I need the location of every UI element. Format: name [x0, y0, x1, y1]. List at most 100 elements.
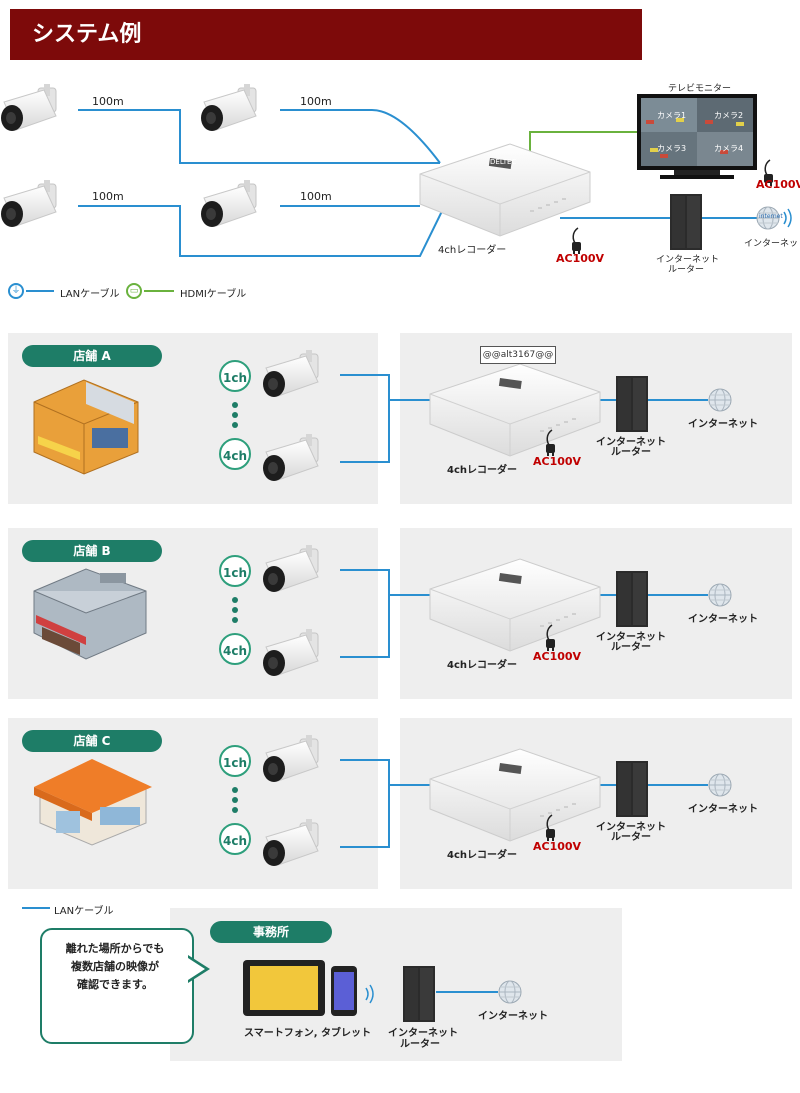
top-recorder-ac-label: AC100V	[556, 252, 605, 265]
cable-length-label-1: 100m	[92, 95, 124, 108]
top-router	[670, 194, 702, 250]
store-c-globe-icon	[708, 773, 732, 797]
hdmi-legend-label: HDMIケーブル	[180, 289, 247, 300]
monitor-camera-tile-3: カメラ3	[657, 144, 687, 153]
smartphone-icon	[331, 966, 357, 1016]
top-internet-label: インターネット	[744, 239, 800, 249]
store-c-pill: 店舗 C	[22, 730, 162, 752]
store-b-row	[33, 544, 732, 677]
store-c-router	[616, 761, 648, 817]
tv-monitor	[637, 94, 757, 179]
store-a-pill: 店舗 A	[22, 345, 162, 367]
store-b-recorder	[429, 558, 601, 652]
office-pill: 事務所	[210, 921, 332, 943]
office-router	[403, 966, 435, 1022]
store-c-row	[34, 734, 732, 867]
store-b-camera-1	[262, 544, 319, 593]
lan-legend-label: LANケーブル	[60, 289, 120, 300]
store-c-dots	[232, 787, 238, 817]
office-router-label-2: ルーター	[400, 1039, 440, 1050]
store-b-router-label-2: ルーター	[611, 642, 651, 653]
store-b-router	[616, 571, 648, 627]
lan-legend-icon: ⏚	[8, 283, 24, 299]
device-label: スマートフォン, タブレット	[244, 1028, 371, 1039]
hdmi-legend-icon: ▭	[126, 283, 142, 299]
store-c-router-label-2: ルーター	[611, 832, 651, 843]
store-a-lan-cables	[340, 374, 708, 463]
bottom-legend-lan-label: LANケーブル	[54, 906, 114, 917]
tablet-icon	[243, 960, 325, 1016]
store-b-lan-cables	[340, 569, 708, 658]
store-a-router-label-1: インターネット	[596, 437, 666, 448]
store-a-router	[616, 376, 648, 432]
bubble-line-2: 複数店舗の映像が	[71, 960, 159, 973]
watermark: @@alt3167@@	[480, 346, 556, 364]
store-c-internet-label: インターネット	[688, 804, 758, 815]
office-wifi-icon	[365, 984, 374, 1004]
speech-bubble	[40, 928, 194, 1044]
top-recorder-label: 4chレコーダー	[438, 245, 507, 256]
wifi-icon	[783, 208, 792, 228]
store-b-building-icon	[33, 568, 147, 660]
monitor-camera-tile-2: カメラ2	[714, 111, 744, 120]
store-a-camera-2	[262, 433, 319, 482]
store-a-ac-label: AC100V	[533, 455, 582, 468]
lan-legend-line	[26, 290, 54, 292]
office-internet-label: インターネット	[478, 1011, 548, 1022]
monitor-camera-tile-4: カメラ4	[714, 144, 744, 153]
store-a-recorder-label: 4chレコーダー	[447, 465, 518, 476]
monitor-ac-label: AC100V	[756, 178, 800, 191]
store-b-globe-icon	[708, 583, 732, 607]
monitor-label: テレビモニター	[668, 84, 732, 94]
office-router-label-1: インターネット	[388, 1028, 458, 1039]
bubble-line-3: 確認できます。	[77, 978, 153, 991]
store-b-pill: 店舗 B	[22, 540, 162, 562]
cable-length-label-3: 100m	[92, 190, 124, 203]
page-title: システム例	[10, 9, 642, 60]
store-b-ch-first: 1ch	[219, 555, 251, 587]
store-c-lan-cables	[340, 759, 708, 848]
store-b-internet-label: インターネット	[688, 614, 758, 625]
office-globe-icon	[498, 980, 522, 1004]
store-c-ch-first: 1ch	[219, 745, 251, 777]
store-b-recorder-label: 4chレコーダー	[447, 660, 518, 671]
store-b-dots	[232, 597, 238, 627]
top-recorder-brand: DELTEC	[490, 158, 517, 166]
top-hdmi-cable	[529, 131, 637, 160]
store-b-router-label-1: インターネット	[596, 632, 666, 643]
cable-length-label-2: 100m	[300, 95, 332, 108]
top-lan-cables	[78, 109, 762, 257]
store-c-recorder	[429, 748, 601, 842]
bubble-line-1: 離れた場所からでも	[65, 942, 165, 955]
store-a-globe-icon	[708, 388, 732, 412]
store-c-building-icon	[34, 759, 152, 846]
store-a-recorder	[429, 363, 601, 457]
top-camera-2	[200, 83, 257, 132]
top-globe-text: internet	[759, 213, 783, 220]
store-a-ch-first: 1ch	[219, 360, 251, 392]
store-a-dots	[232, 402, 238, 432]
store-c-ac-label: AC100V	[533, 840, 582, 853]
store-c-camera-1	[262, 734, 319, 783]
store-b-ac-label: AC100V	[533, 650, 582, 663]
top-recorder-plug	[571, 227, 582, 255]
speech-bubble-tail-inner	[188, 958, 205, 980]
store-b-ch-last: 4ch	[219, 633, 251, 665]
speech-bubble-text: 離れた場所からでも 複数店舗の映像が 確認できます。	[42, 940, 188, 994]
top-router-label-1: インターネット	[656, 255, 720, 265]
top-camera-1	[0, 83, 57, 132]
store-c-router-label-1: インターネット	[596, 822, 666, 833]
store-a-ch-last: 4ch	[219, 438, 251, 470]
top-camera-4	[200, 179, 257, 228]
hdmi-legend-line	[144, 290, 174, 292]
store-c-camera-2	[262, 818, 319, 867]
store-a-building-icon	[33, 379, 139, 475]
store-c-recorder-label: 4chレコーダー	[447, 850, 518, 861]
store-a-internet-label: インターネット	[688, 419, 758, 430]
top-router-label-2: ルーター	[667, 265, 704, 275]
cable-length-label-4: 100m	[300, 190, 332, 203]
store-a-router-label-2: ルーター	[611, 447, 651, 458]
store-b-camera-2	[262, 628, 319, 677]
top-camera-3	[0, 179, 57, 228]
